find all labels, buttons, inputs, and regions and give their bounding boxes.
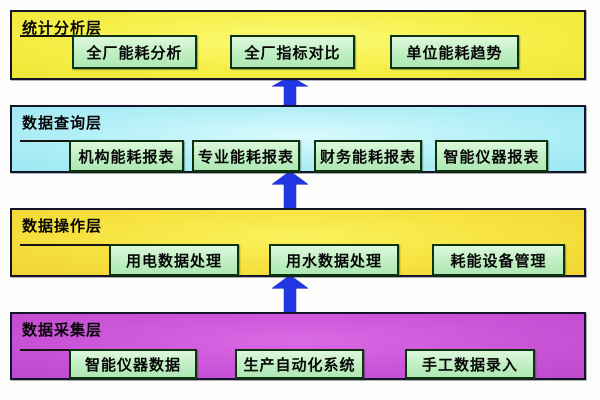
box-energy-equipment-management: 耗能设备管理: [432, 244, 565, 276]
layer-data-collection: 数据采集层 智能仪器数据 生产自动化系统 手工数据录入: [10, 312, 586, 380]
box-finance-energy-report: 财务能耗报表: [314, 140, 422, 172]
layer-data-query: 数据查询层 机构能耗报表 专业能耗报表 财务能耗报表 智能仪器报表: [10, 105, 586, 173]
box-unit-energy-trend: 单位能耗趋势: [390, 35, 519, 69]
layer-statistical-analysis: 统计分析层 全厂能耗分析 全厂指标对比 单位能耗趋势: [10, 10, 586, 80]
box-smart-meter-data: 智能仪器数据: [69, 349, 197, 379]
box-smart-meter-report: 智能仪器报表: [435, 140, 548, 172]
layer-title: 数据查询层: [22, 115, 103, 132]
layer-title: 统计分析层: [22, 20, 103, 37]
box-org-energy-report: 机构能耗报表: [69, 140, 184, 172]
layer-data-operation: 数据操作层 用电数据处理 用水数据处理 耗能设备管理: [10, 208, 586, 277]
box-plant-energy-analysis: 全厂能耗分析: [72, 35, 197, 69]
up-arrow-icon: [272, 76, 308, 108]
box-plant-indicator-comparison: 全厂指标对比: [230, 35, 355, 69]
layer-title: 数据采集层: [22, 322, 103, 339]
title-underline: [20, 244, 111, 246]
box-specialty-energy-report: 专业能耗报表: [192, 140, 300, 172]
box-manual-data-entry: 手工数据录入: [405, 349, 535, 379]
up-arrow-icon: [272, 171, 308, 212]
title-underline: [20, 140, 71, 142]
title-underline: [20, 349, 71, 351]
box-water-data-processing: 用水数据处理: [269, 244, 399, 276]
layer-title: 数据操作层: [22, 218, 103, 235]
title-underline: [20, 35, 74, 37]
box-production-automation-system: 生产自动化系统: [235, 349, 364, 379]
up-arrow-icon: [272, 275, 308, 316]
box-electricity-data-processing: 用电数据处理: [109, 244, 239, 276]
